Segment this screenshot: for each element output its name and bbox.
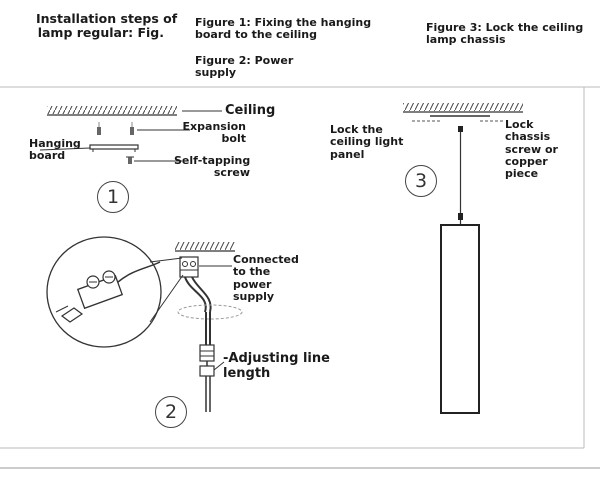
terminal-block-icon xyxy=(179,256,199,278)
cable-gripper-icon xyxy=(199,344,215,412)
hanging-board-leader xyxy=(39,147,91,151)
self-tapping-screw-label: Self-tapping screw xyxy=(174,154,251,180)
figure1-ceiling xyxy=(47,106,177,116)
lock-panel-label: Lock the ceiling light panel xyxy=(330,123,404,161)
power-cable xyxy=(177,276,243,345)
connected-power-label: Connected to the power supply xyxy=(233,253,299,303)
figure3-number-badge: 3 xyxy=(405,165,437,197)
self-tapping-screw-icon xyxy=(126,156,134,164)
zoom-detail-icon xyxy=(46,236,184,348)
expansion-bolt-icon xyxy=(97,122,134,135)
adjusting-length-label: -Adjusting line length xyxy=(223,351,330,381)
hanging-board-icon xyxy=(89,144,139,152)
suspension-wire xyxy=(458,126,463,220)
figure2-ceiling xyxy=(175,242,235,252)
figure2-number-badge: 2 xyxy=(155,396,187,428)
figure2-caption: Figure 2: Power supply xyxy=(195,54,294,80)
figure1-number-badge: 1 xyxy=(97,181,129,213)
ceiling-label: Ceiling xyxy=(225,103,276,118)
page-title: Installation steps of lamp regular: Fig. xyxy=(36,11,178,40)
figure1-caption: Figure 1: Fixing the hanging board to th… xyxy=(195,16,372,42)
figure3-caption: Figure 3: Lock the ceiling lamp chassis xyxy=(426,21,584,47)
pendant-lamp-body xyxy=(440,220,480,414)
figure3-ceiling xyxy=(403,103,523,117)
hanging-board-label: Hanging board xyxy=(29,137,81,163)
lock-chassis-label: Lock chassis screw or copper piece xyxy=(505,118,558,181)
adjusting-leader xyxy=(213,361,225,371)
expansion-bolt-label: Expansion bolt xyxy=(182,120,246,146)
